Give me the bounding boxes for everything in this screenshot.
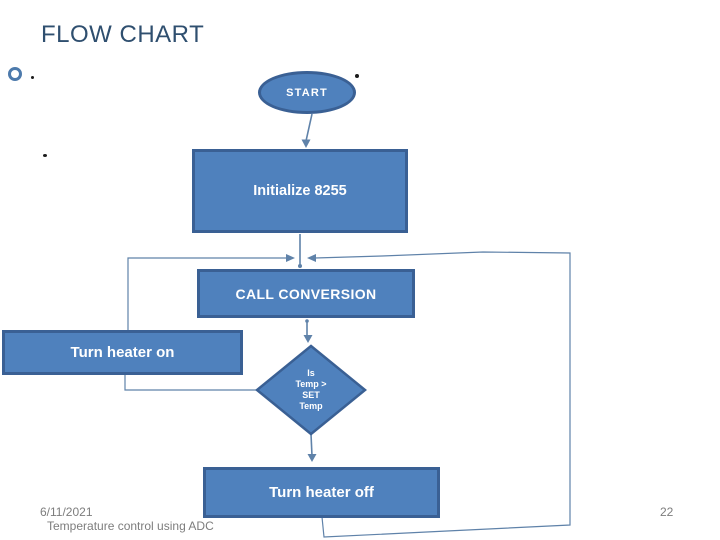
stray-period-dot (43, 154, 47, 157)
edge-heateron-call (127, 257, 287, 330)
arrowhead-right-icon (286, 254, 295, 262)
decision-line: SET (302, 390, 320, 400)
junction-dot (298, 264, 302, 268)
arrowhead-left-icon (307, 254, 316, 262)
flowchart-node-call-conversion: CALL CONVERSION (197, 269, 415, 318)
node-label: CALL CONVERSION (235, 285, 377, 302)
edge-start-initialize (305, 113, 313, 142)
footer-date: 6/11/2021 (40, 505, 93, 519)
stray-period-dot (355, 74, 359, 78)
page-title: FLOW CHART (41, 21, 205, 48)
ring-bullet-icon (8, 67, 22, 81)
node-label: START (286, 86, 328, 99)
flowchart-node-initialize: Initialize 8255 (192, 149, 408, 233)
arrowhead-down-icon (303, 335, 313, 343)
arrowhead-down-icon (301, 139, 311, 148)
decision-line: Temp (299, 401, 323, 411)
decision-line: Temp > (295, 379, 327, 389)
flowchart-node-turn-heater-on: Turn heater on (2, 330, 243, 375)
node-label: Initialize 8255 (253, 183, 347, 199)
stray-period-dot (31, 76, 34, 79)
flowchart-node-turn-heater-off: Turn heater off (203, 467, 440, 518)
decision-line: Is (307, 368, 315, 378)
edge-decision-heateroff (310, 433, 313, 457)
node-label: Turn heater off (269, 484, 374, 501)
page-number: 22 (660, 505, 674, 519)
diamond-shape-icon (255, 344, 367, 436)
footer-caption: Temperature control using ADC (47, 519, 214, 533)
arrowhead-down-icon (307, 454, 317, 462)
node-label: Turn heater on (70, 344, 175, 361)
edge-heateroff-call (314, 251, 571, 538)
edge-decision-heateron (124, 374, 256, 391)
junction-dot (305, 319, 309, 323)
flowchart-node-decision: Is Temp > SET Temp (255, 344, 367, 436)
node-label: Is Temp > SET Temp (255, 344, 367, 436)
flowchart-node-start: START (258, 71, 356, 114)
